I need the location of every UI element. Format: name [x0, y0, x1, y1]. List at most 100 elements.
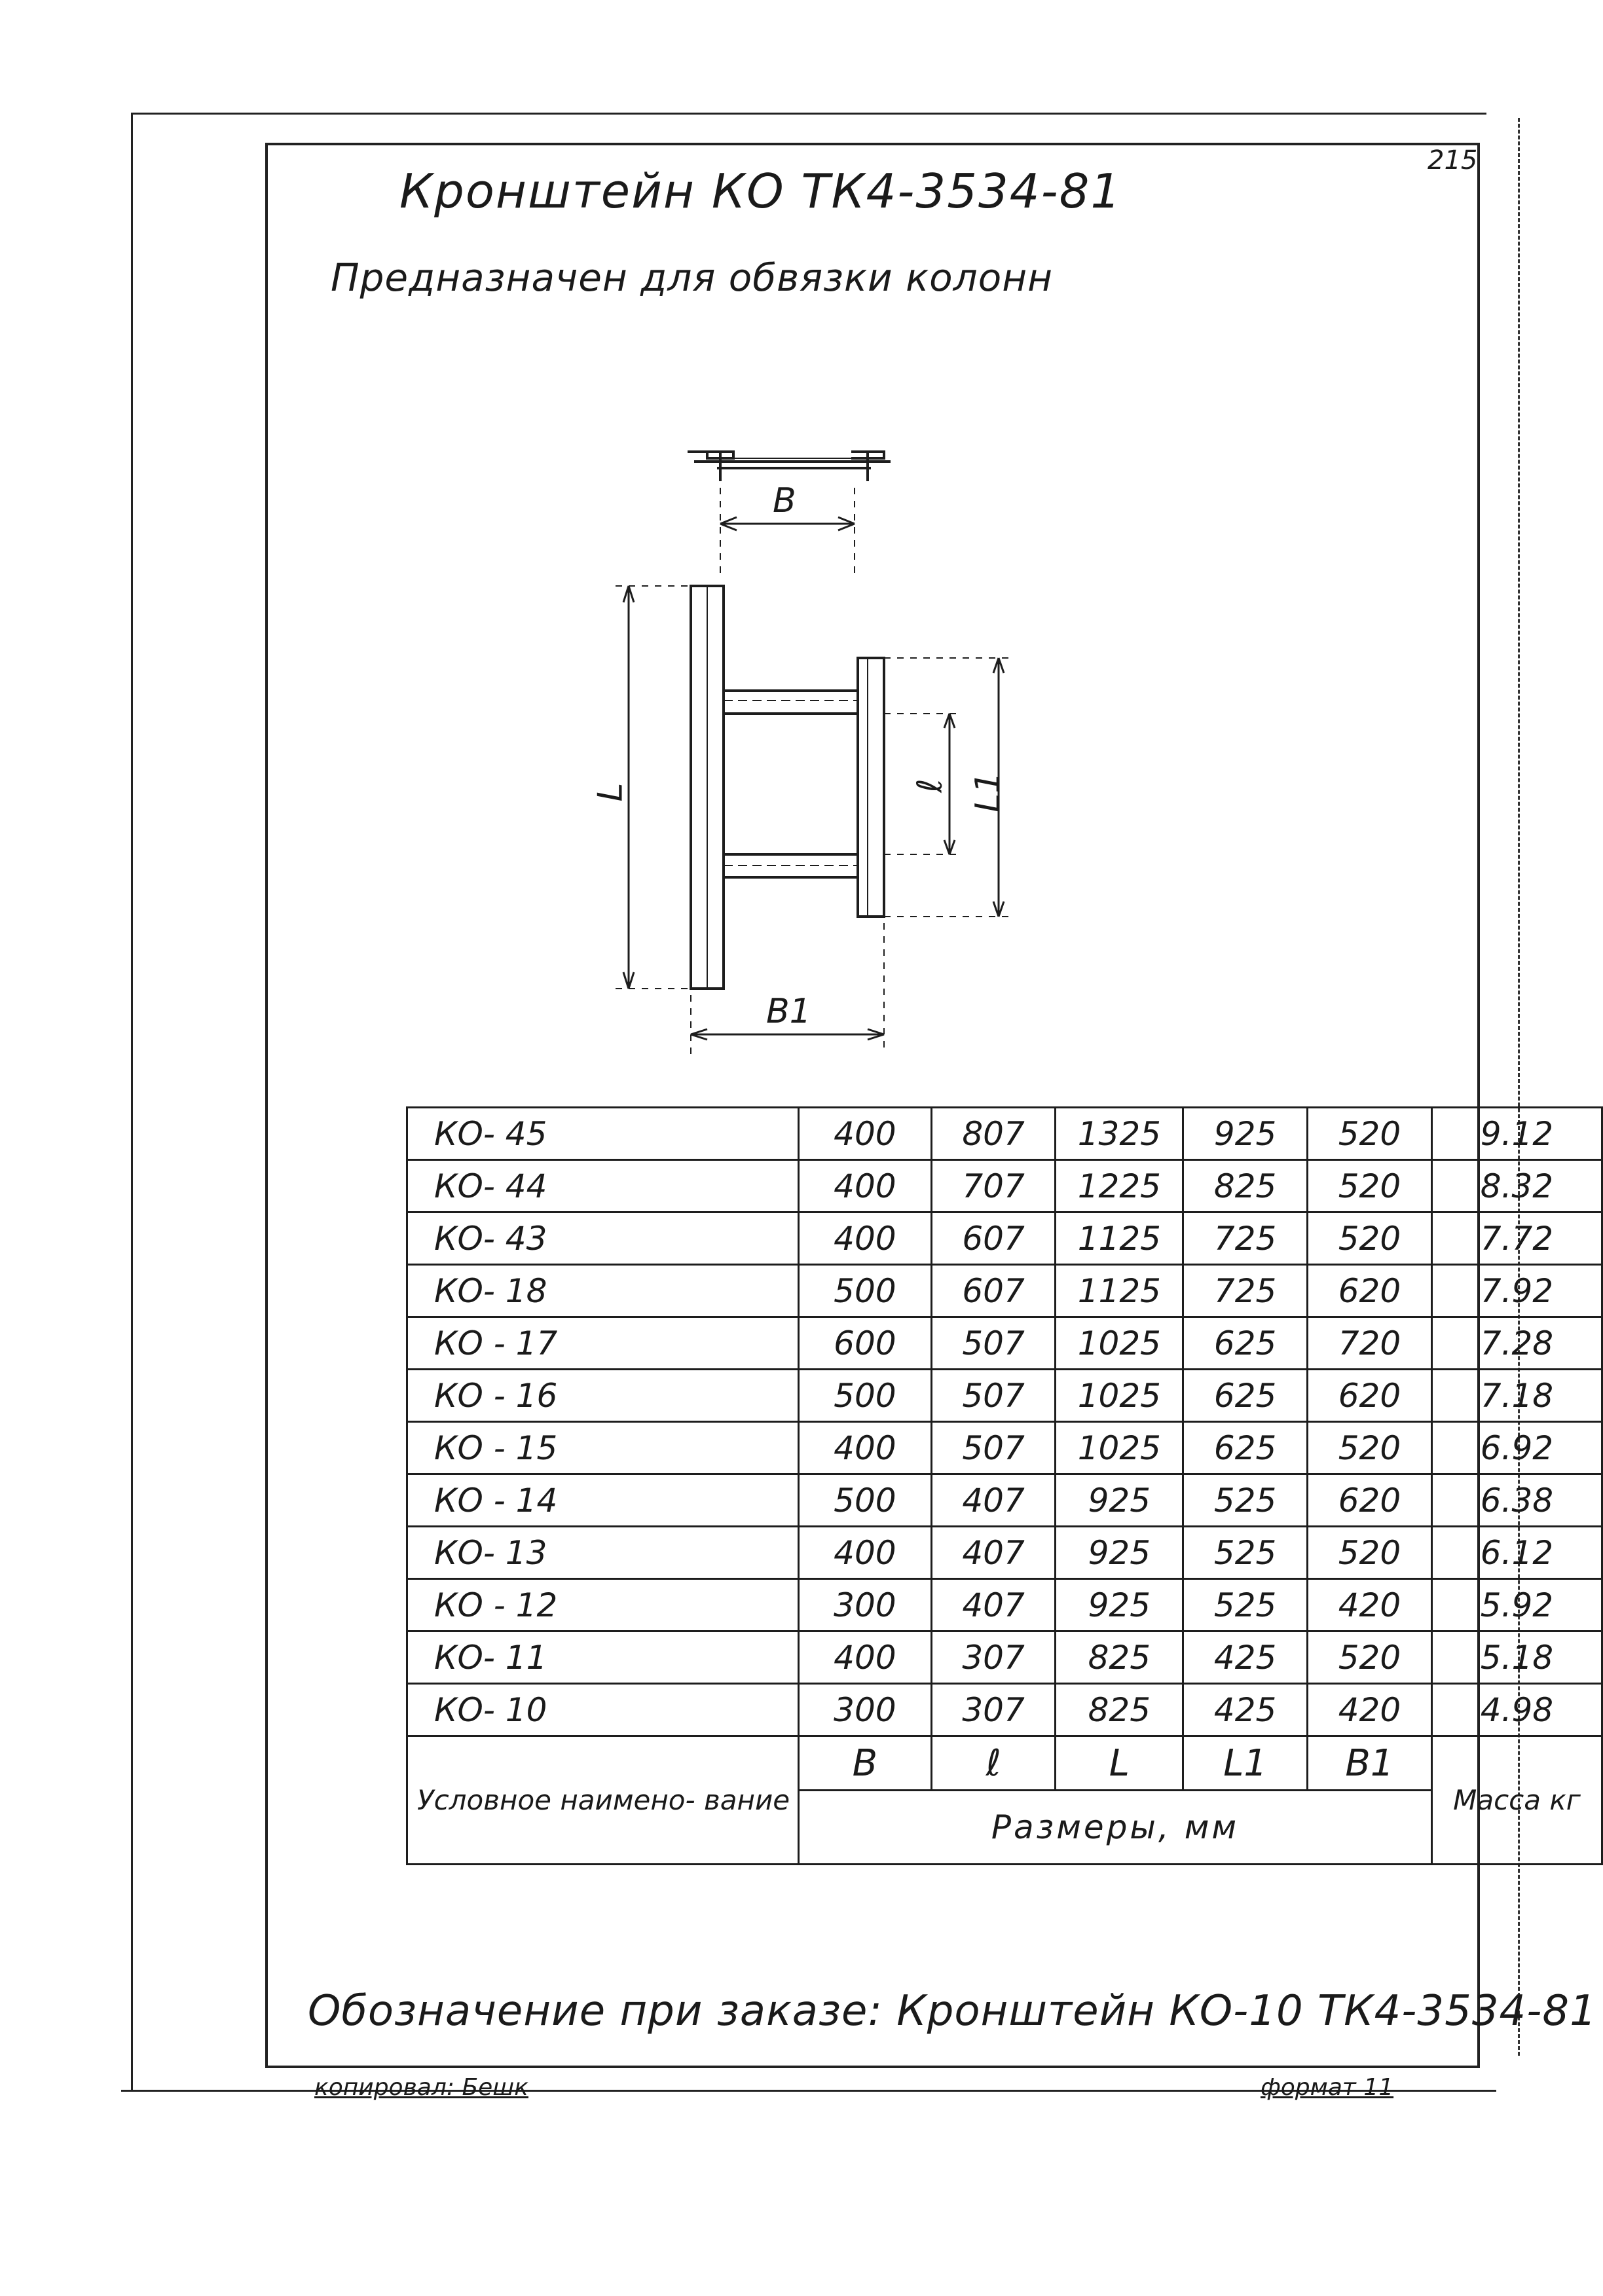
cell-l1: 425	[1182, 1630, 1309, 1685]
cell-l: 1325	[1054, 1106, 1185, 1161]
cell-l: 1125	[1054, 1211, 1185, 1266]
cell-name: КО- 10	[405, 1683, 800, 1737]
cell-l: 1025	[1054, 1316, 1185, 1370]
cell-l: 407	[930, 1578, 1057, 1632]
cell-b: 400	[798, 1421, 932, 1475]
cell-b: 600	[798, 1316, 932, 1370]
cell-b1: 620	[1306, 1368, 1433, 1423]
cell-l1: 725	[1182, 1211, 1309, 1266]
cell-name: КО - 12	[405, 1578, 800, 1632]
cell-mass: 6.12	[1430, 1525, 1603, 1580]
cell-name: КО- 45	[405, 1106, 800, 1161]
bracket-drawing	[616, 450, 1015, 1054]
cell-l: 925	[1054, 1578, 1185, 1632]
dim-label-B: B	[773, 481, 796, 520]
cell-name: КО- 13	[405, 1525, 800, 1580]
cell-name: КО - 14	[405, 1473, 800, 1527]
cell-b: 500	[798, 1264, 932, 1318]
cell-l: 807	[930, 1106, 1057, 1161]
cell-l1: 725	[1182, 1264, 1309, 1318]
cell-b1: 420	[1306, 1683, 1433, 1737]
cell-name: КО- 18	[405, 1264, 800, 1318]
dim-label-l: ℓ	[910, 778, 950, 793]
specification-header: Условное наимено- вание B ℓ L L1 B1 Масс…	[405, 1735, 1603, 1865]
cell-l: 925	[1054, 1525, 1185, 1580]
order-designation: Обозначение при заказе: Кронштейн КО-10 …	[308, 1987, 1597, 2035]
cell-l: 825	[1054, 1630, 1185, 1685]
cell-l: 307	[930, 1630, 1057, 1685]
header-dimensions: Размеры, мм	[798, 1789, 1433, 1865]
cell-mass: 4.98	[1430, 1683, 1603, 1737]
cell-b1: 620	[1306, 1264, 1433, 1318]
cell-l1: 525	[1182, 1578, 1309, 1632]
cell-b: 400	[798, 1159, 932, 1213]
cell-b1: 420	[1306, 1578, 1433, 1632]
cell-l: 307	[930, 1683, 1057, 1737]
header-L: L	[1054, 1735, 1185, 1791]
cell-l1: 625	[1182, 1316, 1309, 1370]
page-subtitle: Предназначен для обвязки колонн	[331, 255, 1054, 300]
outer-frame-left	[131, 113, 133, 2090]
cell-mass: 7.72	[1430, 1211, 1603, 1266]
cell-l: 1025	[1054, 1368, 1185, 1423]
outer-frame-bottom	[121, 2090, 1496, 2092]
sheet-format: формат 11	[1261, 2074, 1394, 2101]
inner-frame-bottom	[265, 2066, 1480, 2068]
cell-l: 1125	[1054, 1264, 1185, 1318]
cell-l1: 625	[1182, 1421, 1309, 1475]
dim-label-L1: L1	[968, 771, 1008, 813]
header-l: ℓ	[930, 1735, 1057, 1791]
cell-l1: 525	[1182, 1473, 1309, 1527]
cell-l1: 425	[1182, 1683, 1309, 1737]
inner-frame-left	[265, 143, 268, 2068]
cell-name: КО- 43	[405, 1211, 800, 1266]
cell-l1: 925	[1182, 1106, 1309, 1161]
header-mass: Масса кг	[1430, 1735, 1603, 1865]
copied-by: копировал: Бешк	[314, 2074, 528, 2101]
cell-l1: 825	[1182, 1159, 1309, 1213]
cell-b: 400	[798, 1211, 932, 1266]
header-B1: B1	[1306, 1735, 1433, 1791]
cell-mass: 9.12	[1430, 1106, 1603, 1161]
header-L1: L1	[1182, 1735, 1309, 1791]
cell-l1: 625	[1182, 1368, 1309, 1423]
page-title: Кронштейн КО ТК4-3534-81	[399, 164, 1122, 219]
cell-b: 300	[798, 1578, 932, 1632]
cell-l: 607	[930, 1211, 1057, 1266]
cell-l: 825	[1054, 1683, 1185, 1737]
cell-b1: 520	[1306, 1106, 1433, 1161]
cell-mass: 6.92	[1430, 1421, 1603, 1475]
cell-b1: 520	[1306, 1159, 1433, 1213]
cell-l: 507	[930, 1368, 1057, 1423]
cell-name: КО - 16	[405, 1368, 800, 1423]
cell-l: 507	[930, 1316, 1057, 1370]
cell-l: 925	[1054, 1473, 1185, 1527]
cell-b1: 720	[1306, 1316, 1433, 1370]
header-B: B	[798, 1735, 932, 1791]
cell-b: 500	[798, 1473, 932, 1527]
outer-frame-top	[131, 113, 1486, 115]
cell-b: 400	[798, 1630, 932, 1685]
cell-name: КО- 11	[405, 1630, 800, 1685]
dim-label-L: L	[591, 782, 631, 802]
header-name: Условное наимено- вание	[405, 1735, 800, 1865]
cell-l: 507	[930, 1421, 1057, 1475]
cell-l: 707	[930, 1159, 1057, 1213]
cell-l: 407	[930, 1525, 1057, 1580]
cell-b: 400	[798, 1106, 932, 1161]
cell-b1: 520	[1306, 1421, 1433, 1475]
inner-frame-top	[265, 143, 1480, 145]
cell-mass: 5.18	[1430, 1630, 1603, 1685]
cell-l: 1225	[1054, 1159, 1185, 1213]
cell-l: 407	[930, 1473, 1057, 1527]
